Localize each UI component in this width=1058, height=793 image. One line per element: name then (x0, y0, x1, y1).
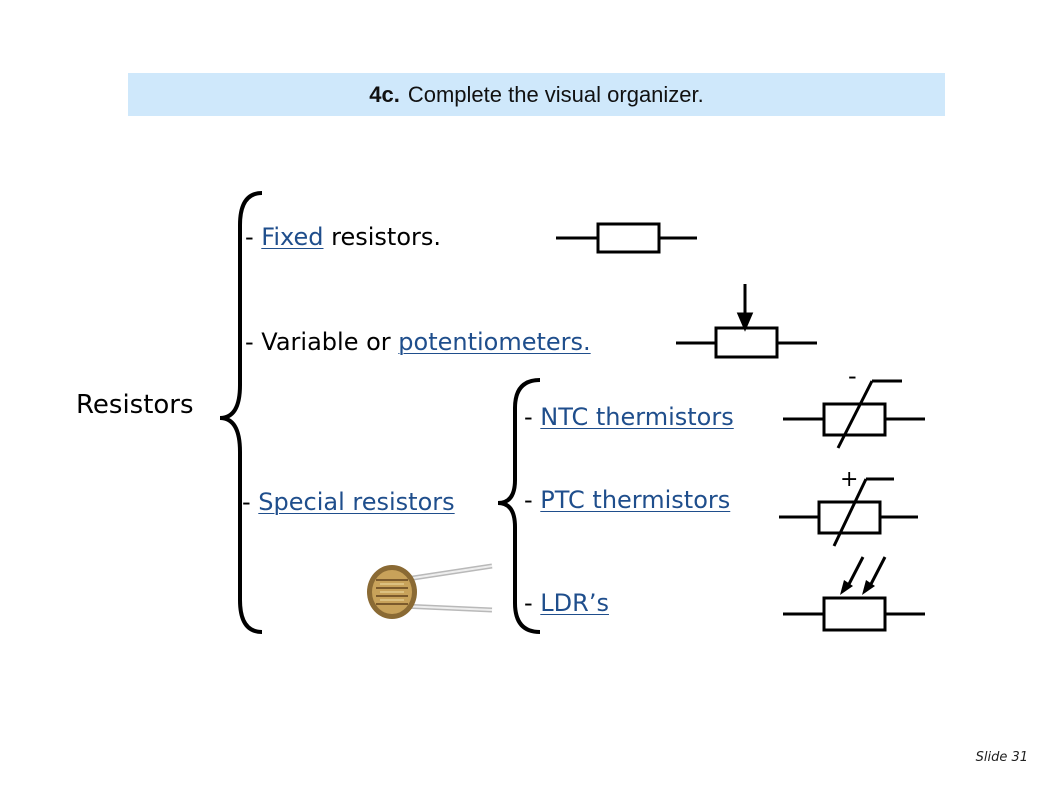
branch-fixed-prefix: - (245, 223, 262, 251)
ptc-sign: + (840, 467, 858, 492)
type-ntc: - NTC thermistors (524, 405, 734, 429)
branch-variable: - Variable or potentiometers. (245, 330, 591, 354)
answer-special-resistors[interactable]: Special resistors (258, 488, 455, 516)
type-ldr: - LDR’s (524, 591, 609, 615)
main-brace (219, 191, 263, 634)
ldr-symbol (783, 556, 925, 632)
title-number: 4c. (369, 81, 400, 107)
ldr-light-arrow-1 (840, 580, 853, 595)
ntc-thermistor-symbol (783, 379, 925, 449)
answer-ldrs[interactable]: LDR’s (540, 589, 609, 617)
ptc-thermistor-symbol (779, 477, 918, 547)
branch-variable-prefix: - Variable or (245, 328, 399, 356)
branch-special: - Special resistors (242, 490, 455, 514)
type-ntc-prefix: - (524, 403, 541, 431)
answer-fixed[interactable]: Fixed (261, 223, 324, 251)
ldr-light-arrow-2 (862, 580, 875, 595)
type-ptc: - PTC thermistors (524, 488, 730, 512)
branch-fixed-suffix: resistors. (323, 223, 442, 251)
branch-fixed: - Fixed resistors. (245, 225, 441, 249)
title-text: Complete the visual organizer. (407, 81, 704, 107)
potentiometer-symbol (676, 284, 817, 359)
root-label: Resistors (76, 390, 194, 420)
type-ptc-prefix: - (524, 486, 541, 514)
ntc-sign: - (848, 362, 857, 390)
fixed-resistor-symbol (556, 222, 697, 254)
title-bar: 4c. Complete the visual organizer. (128, 73, 945, 116)
answer-potentiometers[interactable]: potentiometers. (398, 328, 591, 356)
answer-ntc-thermistors[interactable]: NTC thermistors (540, 403, 734, 431)
ldr-photo (367, 563, 493, 619)
branch-special-prefix: - (242, 488, 259, 516)
title: 4c. Complete the visual organizer. (128, 73, 945, 116)
slide-number: Slide 31 (975, 750, 1028, 765)
answer-ptc-thermistors[interactable]: PTC thermistors (540, 486, 731, 514)
type-ldr-prefix: - (524, 589, 541, 617)
special-brace (497, 378, 541, 634)
